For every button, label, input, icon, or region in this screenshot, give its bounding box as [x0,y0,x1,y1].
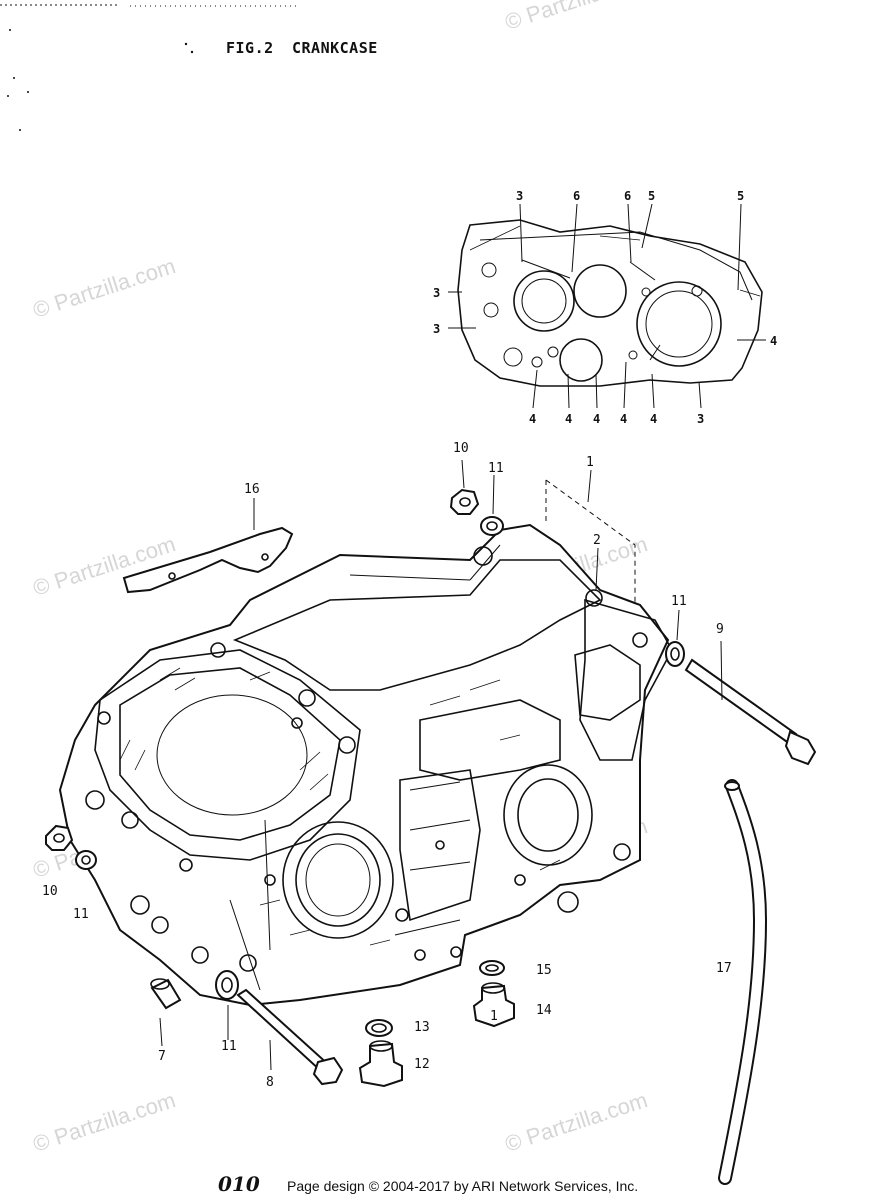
watermark-text: © Partzilla.com [502,1087,651,1157]
inset-callout: 4 [593,412,600,426]
copyright-credit: Page design © 2004-2017 by ARI Network S… [287,1178,638,1194]
callout-leaders [159,459,723,1071]
part-11-washer-right [665,641,685,667]
inset-callout: 4 [620,412,627,426]
plug-mark: 1 [490,1009,498,1024]
figure-title: FIG.2 CRANKCASE [226,39,378,57]
part-14-plug: 1 [472,982,515,1028]
part-12-drain-plug [358,1040,403,1088]
inset-callout: 3 [697,412,704,426]
callout-11-lower: 11 [221,1039,237,1054]
watermark-text: © Partzilla.com [30,1087,179,1157]
inset-callout: 3 [433,322,440,336]
callout-9: 9 [716,622,724,637]
callout-14: 14 [536,1003,552,1018]
footer: 010 Page design © 2004-2017 by ARI Netwo… [218,1172,638,1196]
crankcase-assembly [58,523,673,1007]
callout-10-left: 10 [42,884,58,899]
inset-callout: 3 [433,286,440,300]
scan-noise [0,4,300,131]
inset-callout: 6 [573,189,580,203]
inset-callout: 5 [648,189,655,203]
watermark-text: © Partzilla.com [30,253,179,323]
inset-callout: 4 [770,334,777,348]
inset-callout: 3 [516,189,523,203]
callout-11-left: 11 [73,907,89,922]
fig-label: FIG.2 [226,39,274,57]
callout-12: 12 [414,1057,430,1072]
inset-callout: 4 [650,412,657,426]
inset-callout: 4 [529,412,536,426]
inset-leaders [448,203,766,409]
callout-13: 13 [414,1020,430,1035]
callout-1: 1 [586,455,594,470]
watermark-text: © Partzilla.com [30,531,179,601]
inset-case-view: 3 6 6 5 5 3 3 4 4 4 4 4 4 3 [433,189,777,426]
part-13-gasket [365,1019,393,1037]
part-17-hose [718,779,768,1185]
part-15-gasket [479,960,505,976]
fig-title: CRANKCASE [292,39,378,57]
part-8-bolt [236,988,344,1086]
part-11-washer-upper [480,516,504,536]
inset-callout: 4 [565,412,572,426]
inset-callout: 6 [624,189,631,203]
watermark-text: © Partzilla.com [502,0,651,35]
part-10-nut-upper [449,488,480,515]
part-11-washer-lower [215,970,239,1000]
reference-lines [545,469,636,605]
part-11-washer-left [75,850,97,870]
callout-16: 16 [244,482,260,497]
callout-7: 7 [158,1049,166,1064]
callout-2: 2 [593,533,601,548]
page-number: 010 [218,1172,260,1196]
callout-15: 15 [536,963,552,978]
part-9-bolt [684,658,817,766]
callout-17: 17 [716,961,732,976]
inset-callout: 5 [737,189,744,203]
part-16-gasket [122,526,294,594]
callout-10-upper: 10 [453,441,469,456]
part-10-nut-left [45,824,74,851]
callout-11-upper: 11 [488,461,504,476]
callout-11-right: 11 [671,594,687,609]
part-7-dowel [150,978,182,1010]
callout-8: 8 [266,1075,274,1090]
